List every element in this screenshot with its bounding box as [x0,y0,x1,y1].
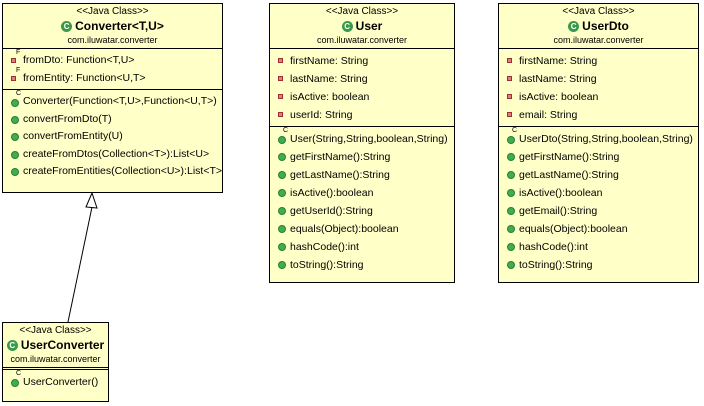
public-method-icon [278,207,286,215]
public-method-icon [507,171,515,179]
class-converter[interactable]: <<Java Class>> C Converter<T,U> com.iluw… [2,3,223,193]
method-row[interactable]: getFirstName():String [270,148,454,166]
public-method-icon [11,168,19,176]
stereotype: <<Java Class>> [19,325,92,336]
public-method-icon [507,153,515,161]
class-icon: C [568,20,580,32]
public-method-icon [507,225,515,233]
fields-section: firstName: String lastName: String isAct… [499,48,698,126]
method-row[interactable]: convertFromEntity(U) [3,128,222,146]
private-field-icon [278,112,283,117]
stereotype: <<Java Class>> [325,6,399,17]
method-row[interactable]: isActive():boolean [499,184,698,202]
public-method-icon [278,243,286,251]
private-field-icon [11,75,16,81]
stereotype: <<Java Class>> [76,6,149,17]
private-field-icon [11,58,16,63]
package-name: com.iluwatar.converter [10,354,101,364]
field-row[interactable]: firstName: String [499,52,698,70]
public-method-icon [507,207,515,215]
constructor-icon [11,99,19,107]
constructor-icon [11,379,19,387]
private-field-icon [507,58,512,63]
method-row[interactable]: hashCode():int [499,238,698,256]
public-method-icon [278,171,286,179]
public-method-icon [278,189,286,197]
class-name: UserConverter [20,338,105,352]
public-method-icon [11,133,19,141]
method-row[interactable]: equals(Object):boolean [499,220,698,238]
method-row[interactable]: getEmail():String [499,202,698,220]
inheritance-arrowhead [85,191,98,209]
public-method-icon [507,243,515,251]
private-field-icon [507,112,512,117]
method-row[interactable]: getLastName():String [270,166,454,184]
class-user[interactable]: <<Java Class>> C User com.iluwatar.conve… [269,3,455,283]
class-name: User [355,19,383,33]
method-row[interactable]: convertFromDto(T) [3,111,222,129]
stereotype: <<Java Class>> [562,6,635,17]
field-row[interactable]: userId: String [270,106,454,124]
private-field-icon [278,76,283,81]
public-method-icon [278,261,286,269]
constructor-icon [507,136,515,144]
class-name: Converter<T,U> [75,19,164,33]
field-row[interactable]: firstName: String [270,52,454,70]
private-field-icon [278,58,283,63]
public-method-icon [507,261,515,269]
method-row[interactable]: getUserId():String [270,202,454,220]
fields-section [3,367,108,369]
field-row[interactable]: lastName: String [499,70,698,88]
field-row[interactable]: email: String [499,106,698,124]
class-userconverter[interactable]: <<Java Class>> C UserConverter com.iluwa… [2,322,109,402]
package-name: com.iluwatar.converter [553,35,644,45]
method-row[interactable]: equals(Object):boolean [270,220,454,238]
private-field-icon [507,76,512,81]
method-row[interactable]: isActive():boolean [270,184,454,202]
class-icon: C [6,339,18,351]
fields-section: firstName: String lastName: String isAct… [270,48,454,126]
field-row[interactable]: lastName: String [270,70,454,88]
method-row[interactable]: getFirstName():String [499,148,698,166]
class-icon: C [341,20,353,32]
private-field-icon [507,94,512,99]
constructor-icon [278,136,286,144]
class-icon: C [61,20,73,32]
package-name: com.iluwatar.converter [316,35,408,45]
private-field-icon [278,94,283,99]
public-method-icon [278,225,286,233]
public-method-icon [507,189,515,197]
method-row[interactable]: toString():String [270,256,454,274]
class-userdto[interactable]: <<Java Class>> C UserDto com.iluwatar.co… [498,3,699,283]
class-name: UserDto [582,19,629,33]
public-method-icon [11,115,19,124]
field-row[interactable]: isActive: boolean [270,88,454,106]
method-row[interactable]: createFromDtos(Collection<T>):List<U> [3,146,222,164]
method-row[interactable]: createFromEntities(Collection<U>):List<T… [3,163,222,181]
method-row[interactable]: toString():String [499,256,698,274]
method-row[interactable]: hashCode():int [270,238,454,256]
field-row[interactable]: isActive: boolean [499,88,698,106]
method-row[interactable]: getLastName():String [499,166,698,184]
public-method-icon [278,153,286,161]
public-method-icon [11,150,19,159]
package-name: com.iluwatar.converter [67,35,158,45]
